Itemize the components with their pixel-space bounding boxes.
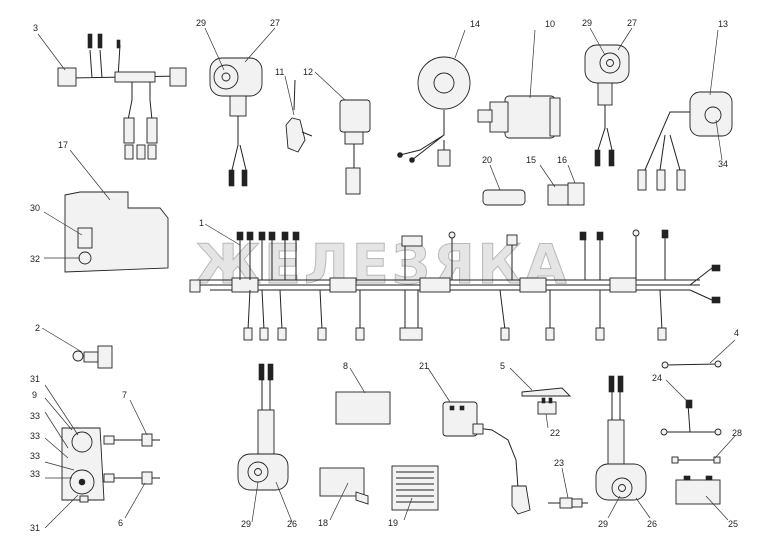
callout-4: 4 bbox=[734, 328, 739, 338]
part-3-harness bbox=[57, 33, 187, 160]
part-4-ground-strap bbox=[661, 360, 722, 369]
callout-12: 12 bbox=[303, 67, 313, 77]
part-5-cover bbox=[521, 387, 572, 397]
part-7-sensor-cable bbox=[103, 433, 160, 447]
callout-34: 34 bbox=[718, 159, 728, 169]
callout-19: 19 bbox=[388, 518, 398, 528]
callout-26-br: 26 bbox=[647, 519, 657, 529]
part-13-tail-lamp bbox=[637, 91, 733, 191]
part-27-headlamp-right bbox=[584, 44, 630, 167]
part-26-headlamp-bottom bbox=[237, 363, 289, 491]
callout-7: 7 bbox=[122, 390, 127, 400]
part-20-fuse bbox=[482, 189, 526, 206]
callout-32: 32 bbox=[30, 254, 40, 264]
part-26-headlamp-bottom-right bbox=[595, 375, 647, 501]
part-19-block bbox=[391, 465, 439, 511]
callout-31-upper: 31 bbox=[30, 374, 40, 384]
callout-3: 3 bbox=[33, 23, 38, 33]
callout-2: 2 bbox=[35, 323, 40, 333]
callout-29-tr: 29 bbox=[582, 18, 592, 28]
part-16-block bbox=[567, 182, 585, 206]
callout-29-br: 29 bbox=[598, 519, 608, 529]
callout-10: 10 bbox=[545, 19, 555, 29]
callout-33-a: 33 bbox=[30, 411, 40, 421]
callout-6: 6 bbox=[118, 518, 123, 528]
callout-22: 22 bbox=[550, 428, 560, 438]
callout-29-top: 29 bbox=[196, 18, 206, 28]
part-27-headlamp bbox=[209, 57, 263, 187]
callout-9: 9 bbox=[32, 390, 37, 400]
part-6-sensor-cable bbox=[103, 471, 160, 485]
callout-15: 15 bbox=[526, 155, 536, 165]
part-25-battery bbox=[675, 475, 721, 505]
part-14-generator bbox=[397, 56, 471, 167]
callout-21: 21 bbox=[419, 361, 429, 371]
part-9-switch-panel bbox=[61, 427, 105, 503]
callout-14: 14 bbox=[470, 19, 480, 29]
callout-26-bl: 26 bbox=[287, 519, 297, 529]
callout-1: 1 bbox=[199, 218, 204, 228]
part-11-horn bbox=[285, 79, 313, 153]
callout-8: 8 bbox=[343, 361, 348, 371]
callout-23: 23 bbox=[554, 458, 564, 468]
part-23-spark-plug bbox=[548, 497, 588, 509]
callout-31-lower: 31 bbox=[30, 523, 40, 533]
callout-27-tr: 27 bbox=[627, 18, 637, 28]
callout-33-b: 33 bbox=[30, 431, 40, 441]
part-24-cable bbox=[660, 399, 722, 436]
callout-17: 17 bbox=[58, 140, 68, 150]
part-21-ignition-coil bbox=[442, 401, 531, 515]
callout-28: 28 bbox=[732, 428, 742, 438]
part-2-key-switch bbox=[72, 345, 113, 369]
callout-29-bl: 29 bbox=[241, 519, 251, 529]
part-22-switch bbox=[537, 397, 557, 415]
part-17-dashboard-panel bbox=[64, 191, 169, 273]
callout-24: 24 bbox=[652, 373, 662, 383]
part-8-plate bbox=[335, 391, 391, 425]
callout-16: 16 bbox=[557, 155, 567, 165]
callout-33-d: 33 bbox=[30, 469, 40, 479]
callout-25: 25 bbox=[728, 519, 738, 529]
part-1-main-harness bbox=[189, 229, 721, 341]
callout-30: 30 bbox=[30, 203, 40, 213]
callout-5: 5 bbox=[500, 361, 505, 371]
callout-18: 18 bbox=[318, 518, 328, 528]
part-28-bar bbox=[671, 456, 721, 464]
part-15-block bbox=[547, 184, 571, 206]
part-12-relay bbox=[339, 99, 371, 195]
callout-27-top: 27 bbox=[270, 18, 280, 28]
callout-11: 11 bbox=[275, 67, 284, 77]
callout-20: 20 bbox=[482, 155, 492, 165]
callout-33-c: 33 bbox=[30, 451, 40, 461]
part-18-plate bbox=[319, 467, 369, 505]
part-10-starter bbox=[477, 95, 561, 139]
callout-13: 13 bbox=[718, 19, 728, 29]
